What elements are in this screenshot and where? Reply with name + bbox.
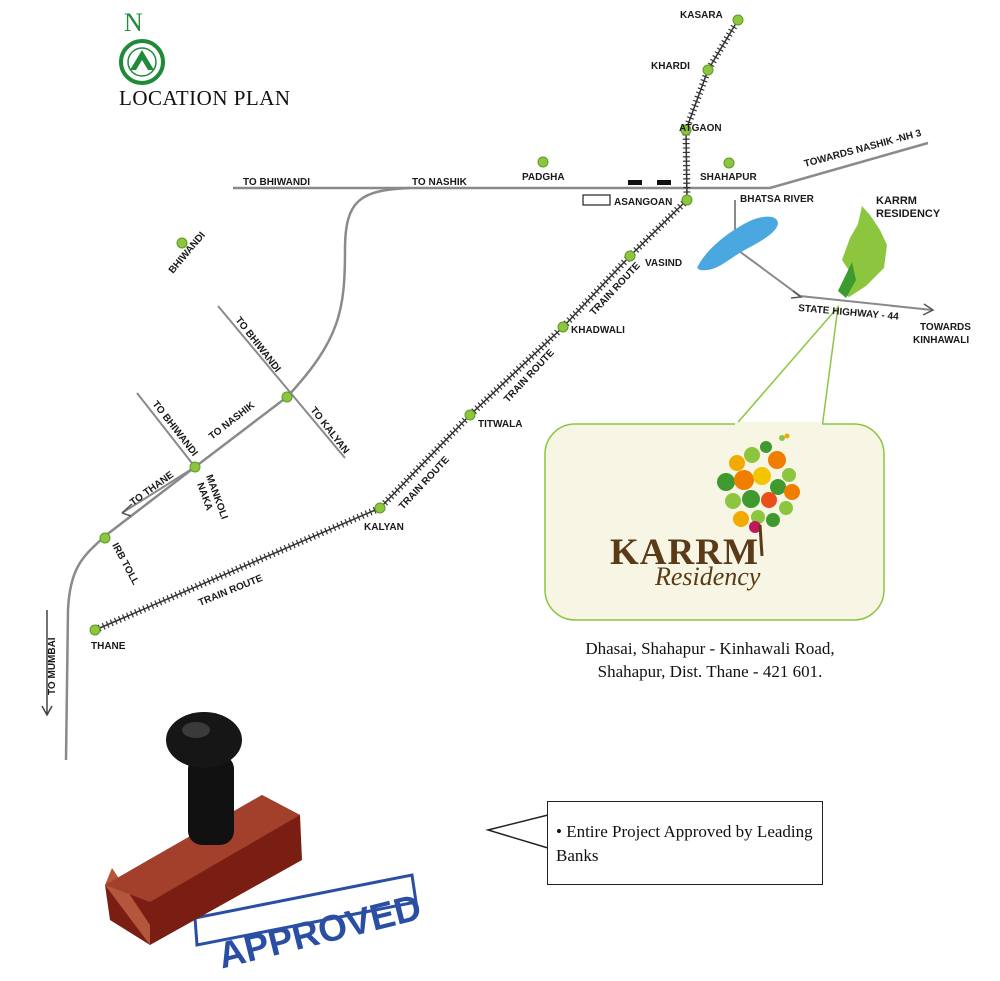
approved-stamp-icon bbox=[105, 712, 418, 947]
road-label-towards: TOWARDS bbox=[920, 322, 971, 333]
asangoan-station-box bbox=[582, 194, 611, 206]
address-line-1: Dhasai, Shahapur - Kinhawali Road, bbox=[585, 639, 835, 658]
karrm-site-marker bbox=[838, 206, 887, 297]
road-bhiwandi-nashik bbox=[233, 141, 929, 190]
place-shahapur: SHAHAPUR bbox=[700, 172, 757, 183]
callout-pointer bbox=[732, 304, 840, 429]
callout-arrow bbox=[485, 814, 549, 849]
road-to-bhiwandi-mankoli bbox=[136, 392, 196, 468]
place-karrm-1: KARRM bbox=[876, 195, 917, 207]
bhatsa-river bbox=[697, 216, 778, 271]
station-bhiwandi bbox=[176, 237, 188, 249]
station-khardi bbox=[702, 64, 714, 76]
karrm-site-shadow bbox=[838, 262, 856, 298]
place-karrm-2: RESIDENCY bbox=[876, 208, 941, 220]
station-kasara bbox=[732, 14, 744, 26]
road-to-bhiwandi-kalyan bbox=[217, 305, 346, 459]
place-khardi: KHARDI bbox=[651, 61, 690, 72]
place-asangoan: ASANGOAN bbox=[614, 197, 672, 208]
arrow-mumbai-icon bbox=[41, 610, 53, 717]
station-vasind bbox=[624, 250, 636, 262]
road-label-to-nashik: TO NASHIK bbox=[412, 177, 468, 188]
arrow-thane-icon bbox=[121, 503, 133, 517]
road-label-to-bhiwandi-2: TO BHIWANDI bbox=[150, 399, 200, 459]
station-thane bbox=[89, 624, 101, 636]
place-khadwali: KHADWALI bbox=[571, 325, 625, 336]
place-kalyan: KALYAN bbox=[364, 522, 404, 533]
junction-irb bbox=[99, 532, 111, 544]
place-vasind: VASIND bbox=[645, 258, 682, 269]
place-thane: THANE bbox=[91, 641, 126, 652]
road-to-thane bbox=[121, 466, 196, 514]
station-atgaon bbox=[680, 124, 692, 136]
station-kalyan bbox=[374, 502, 386, 514]
road-label-to-nashik-diag: TO NASHIK bbox=[207, 399, 258, 442]
arrow-kinhawali-icon bbox=[922, 303, 935, 316]
place-titwala: TITWALA bbox=[478, 419, 522, 430]
station-asangoan bbox=[681, 194, 693, 206]
road-label-to-bhiwandi: TO BHIWANDI bbox=[243, 177, 310, 188]
station-padgha bbox=[537, 156, 549, 168]
logo-brand-name: KARRM bbox=[610, 532, 759, 573]
place-irb-toll: IRB TOLL bbox=[109, 541, 140, 587]
road-label-state-highway: STATE HIGHWAY - 44 bbox=[798, 303, 900, 323]
arrow-highway-icon bbox=[790, 290, 803, 299]
road-label-to-thane: TO THANE bbox=[128, 469, 176, 508]
site-address: Dhasai, Shahapur - Kinhawali Road, Shaha… bbox=[540, 637, 880, 683]
rail-marker bbox=[628, 180, 642, 185]
place-atgaon: ATGAON bbox=[679, 123, 722, 134]
road-label-to-kalyan: TO KALYAN bbox=[308, 405, 351, 456]
address-line-2: Shahapur, Dist. Thane - 421 601. bbox=[597, 662, 823, 681]
compass-icon bbox=[119, 39, 165, 85]
rail-marker bbox=[657, 180, 671, 185]
place-bhiwandi: BHIWANDI bbox=[167, 230, 208, 276]
road-nashik-mumbai bbox=[64, 186, 411, 761]
road-label-to-mumbai: TO MUMBAI bbox=[47, 637, 58, 695]
road-state-highway bbox=[734, 200, 933, 311]
road-label-to-bhiwandi-diag: TO BHIWANDI bbox=[233, 315, 283, 375]
road-label-kinhawali: KINHAWALI bbox=[913, 335, 969, 346]
page-title: LOCATION PLAN bbox=[119, 86, 291, 110]
station-shahapur bbox=[723, 157, 735, 169]
junction-mankoli bbox=[189, 461, 201, 473]
station-dots bbox=[89, 14, 744, 636]
rail-label-4: TRAIN ROUTE bbox=[588, 260, 643, 318]
logo-callout-box bbox=[544, 423, 885, 621]
approval-callout-box bbox=[547, 801, 823, 885]
station-titwala bbox=[464, 409, 476, 421]
karrm-tree-logo bbox=[717, 433, 800, 557]
logo-brand-sub: Residency bbox=[655, 562, 761, 591]
approval-callout-text: • Entire Project Approved by Leading Ban… bbox=[556, 822, 813, 865]
station-khadwali bbox=[557, 321, 569, 333]
logo-callout-gap bbox=[735, 422, 822, 426]
junction-kalyan bbox=[281, 391, 293, 403]
compass-north-letter: N bbox=[124, 8, 143, 37]
road-label-bhatsa-river: BHATSA RIVER bbox=[740, 194, 815, 205]
place-kasara: KASARA bbox=[680, 10, 723, 21]
place-padgha: PADGHA bbox=[522, 172, 565, 183]
